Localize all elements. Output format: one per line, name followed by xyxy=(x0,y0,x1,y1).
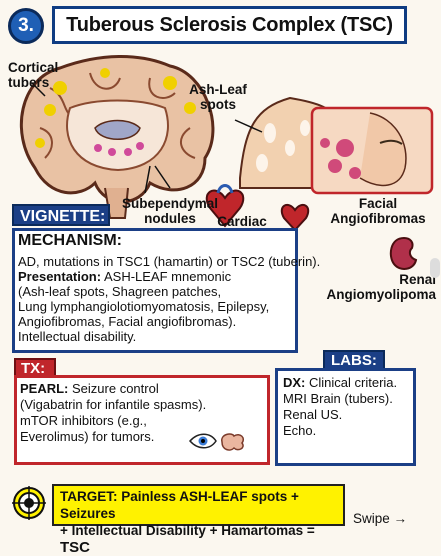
face-illustration xyxy=(310,106,434,195)
target-line-1: TARGET: Painless ASH-LEAF spots + Seizur… xyxy=(60,488,337,522)
label-facial-angiofibromas: Facial Angiofibromas xyxy=(330,196,426,226)
target-text-1: Painless ASH-LEAF spots + Seizures xyxy=(60,489,299,521)
tx-line-1: PEARL: Seizure control xyxy=(20,381,270,397)
pearl-label: PEARL: xyxy=(20,381,69,396)
vignette-heading: VIGNETTE: xyxy=(12,204,110,226)
brain-illustration xyxy=(19,55,215,219)
mechanism-box xyxy=(12,228,298,353)
tx-line-3: mTOR inhibitors (e.g., xyxy=(20,413,147,428)
mechanism-line-3: (Ash-leaf spots, Shagreen patches, xyxy=(18,284,222,299)
label-ash-leaf-spots: Ash-Leaf spots xyxy=(189,82,247,112)
target-icon xyxy=(12,486,46,520)
presentation-label: Presentation: xyxy=(18,269,102,284)
label-renal-angiomyolipoma: Renal Angiomyolipoma xyxy=(326,272,436,302)
dx-label: DX: xyxy=(283,375,306,390)
label-cortical-tubers: Cortical tubers xyxy=(8,60,59,90)
brain-icon xyxy=(221,433,245,451)
presentation-text: ASH-LEAF mnemonic xyxy=(101,269,232,284)
dx-text: Clinical criteria. xyxy=(305,375,398,390)
pearl-text: Seizure control xyxy=(68,381,159,396)
page-title: Tuberous Sclerosis Complex (TSC) xyxy=(52,6,407,44)
tx-line-4: Everolimus) for tumors. xyxy=(20,429,155,444)
tx-text: PEARL: Seizure control (Vigabatrin for i… xyxy=(20,381,270,445)
target-line-2: + Intellectual Disability + Hamartomas =… xyxy=(60,522,337,556)
illustration-area xyxy=(19,55,434,232)
tx-line-2: (Vigabatrin for infantile spasms). xyxy=(20,397,207,412)
labs-heading: LABS: xyxy=(323,350,385,370)
target-tsc: TSC xyxy=(60,539,90,556)
label-subependymal-nodules: Subependymal nodules xyxy=(121,196,219,226)
mechanism-line-4: Lung lymphangiolotiomyomatosis, Epilepsy… xyxy=(18,299,270,314)
section-number-badge: 3. xyxy=(8,8,44,44)
carousel-edge-indicator[interactable] xyxy=(430,258,440,278)
labs-line-1: DX: Clinical criteria. xyxy=(283,375,418,391)
mechanism-heading: MECHANISM: xyxy=(18,232,122,249)
labs-box xyxy=(275,368,416,466)
eye-brain-icons xyxy=(188,433,245,451)
swipe-hint[interactable]: Swipe → xyxy=(353,511,408,526)
target-label: TARGET: xyxy=(60,489,118,504)
target-text-2: + Intellectual Disability + Hamartomas = xyxy=(60,523,315,538)
mechanism-line-1: AD, mutations in TSC1 (hamartin) or TSC2… xyxy=(18,254,321,269)
mechanism-line-6: Intellectual disability. xyxy=(18,329,137,344)
kidney-icon xyxy=(389,236,418,270)
mechanism-line-2: Presentation: ASH-LEAF mnemonic xyxy=(18,269,390,284)
labs-line-2: MRI Brain (tubers). xyxy=(283,391,393,406)
target-box: TARGET: Painless ASH-LEAF spots + Seizur… xyxy=(52,484,345,556)
labs-line-4: Echo. xyxy=(283,423,317,438)
labs-line-3: Renal US. xyxy=(283,407,343,422)
mechanism-line-5: Angiofibromas, Facial angiofibromas). xyxy=(18,314,237,329)
eye-icon xyxy=(188,433,217,449)
labs-text: DX: Clinical criteria. MRI Brain (tubers… xyxy=(283,375,418,439)
mechanism-text: AD, mutations in TSC1 (hamartin) or TSC2… xyxy=(18,254,390,344)
